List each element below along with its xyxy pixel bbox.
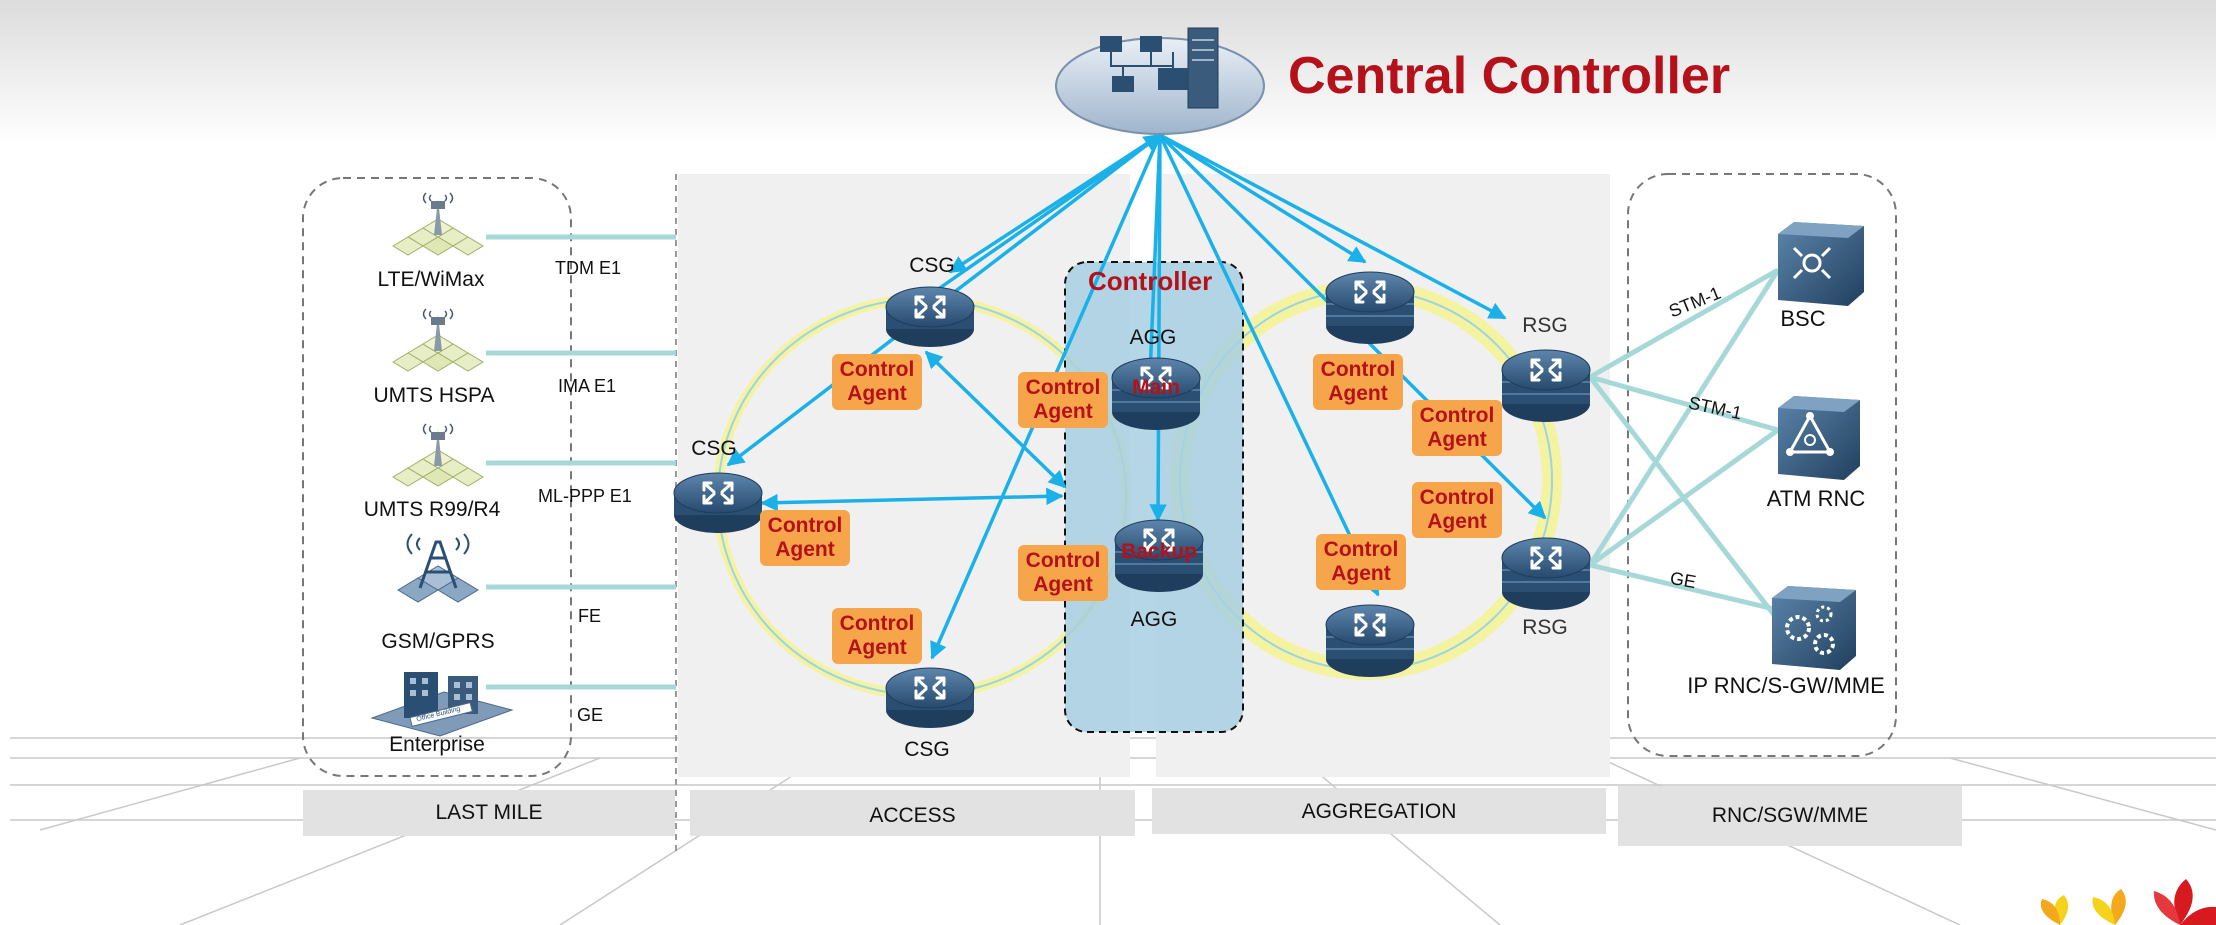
service-label-enterprise: Enterprise (389, 733, 485, 756)
rsg-bottom-label: RSG (1522, 616, 1568, 639)
service-links (486, 234, 676, 690)
zone-access: ACCESS (690, 790, 1135, 836)
ip-rnc-icon (1772, 586, 1856, 670)
agg-bottom-router (1324, 603, 1416, 679)
service-link-umts-r99: ML-PPP E1 (538, 486, 632, 506)
csg-left-label: CSG (691, 437, 737, 460)
umts-r99-tower-icon (392, 423, 484, 487)
service-link-lte: TDM E1 (555, 258, 622, 278)
brand-logo-icon (2040, 879, 2216, 925)
agg-main-role: Main (1132, 376, 1180, 399)
umts-hspa-tower-icon (392, 308, 484, 372)
rnc-links (1587, 267, 1781, 622)
page-title: Central Controller (1288, 47, 1731, 105)
agg-top-router (1324, 270, 1416, 346)
office-building-icon (370, 672, 514, 737)
csg-left-router (672, 471, 764, 535)
controller-zone-label: Controller (1088, 266, 1213, 296)
csg-top-router (884, 285, 976, 349)
rnc-link-ip: GE (1668, 567, 1698, 593)
lte-tower-icon (392, 192, 484, 256)
last-mile-box (302, 177, 572, 777)
zone-aggregation: AGGREGATION (1152, 788, 1606, 834)
service-label-lte: LTE/WiMax (377, 268, 485, 291)
central-controller-icon (1055, 27, 1265, 135)
rnc-label-bsc: BSC (1780, 306, 1826, 331)
csg-bottom-router (884, 666, 976, 730)
service-link-enterprise: GE (577, 705, 604, 725)
zone-last-mile: LAST MILE (303, 790, 675, 836)
agg-backup-role: Backup (1121, 540, 1197, 563)
rsg-top-label: RSG (1522, 314, 1568, 337)
control-links-bidir (760, 350, 1067, 512)
service-link-gsm: FE (578, 606, 602, 626)
bsc-icon (1778, 222, 1864, 306)
agg-backup-label: AGG (1130, 608, 1178, 631)
csg-bottom-label: CSG (904, 738, 950, 761)
service-label-gsm: GSM/GPRS (381, 630, 495, 653)
agg-main-label: AGG (1129, 326, 1177, 349)
service-link-umts-hspa: IMA E1 (558, 376, 617, 396)
service-label-umts-r99: UMTS R99/R4 (363, 498, 501, 521)
rnc-label-atm: ATM RNC (1766, 486, 1866, 511)
csg-top-label: CSG (909, 254, 955, 277)
rnc-box (1627, 173, 1897, 757)
rsg-top-router (1500, 348, 1592, 424)
service-label-umts-hspa: UMTS HSPA (373, 384, 495, 407)
zone-rnc: RNC/SGW/MME (1618, 786, 1962, 846)
rnc-label-ip: IP RNC/S-GW/MME (1687, 673, 1885, 698)
rsg-bottom-router (1500, 536, 1592, 612)
atm-rnc-icon (1778, 396, 1860, 480)
radio-tower-icon (397, 533, 479, 603)
